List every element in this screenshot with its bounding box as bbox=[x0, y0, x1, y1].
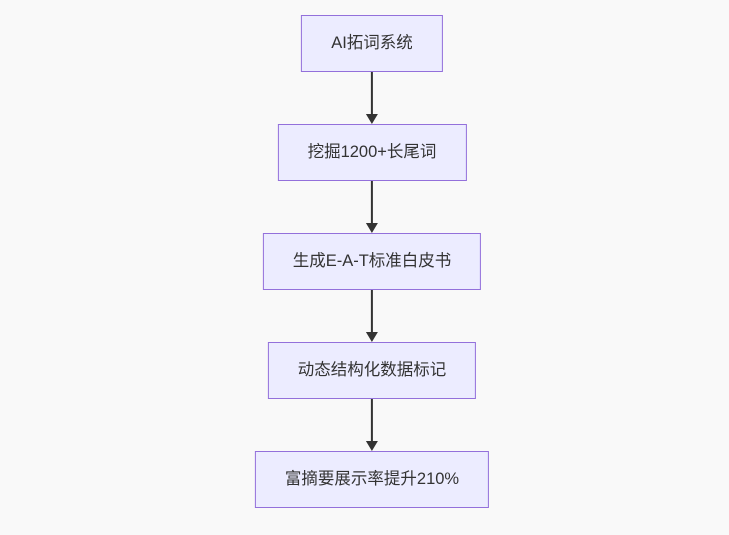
arrow-line bbox=[370, 181, 373, 223]
arrow-down-icon bbox=[365, 223, 378, 233]
flow-node-ai-word-system: AI拓词系统 bbox=[301, 15, 443, 72]
flowchart: AI拓词系统 挖掘1200+长尾词 生成E-A-T标准白皮书 动态结构化数据标记 bbox=[254, 15, 490, 508]
arrow-line bbox=[370, 399, 373, 441]
arrow-line bbox=[370, 290, 373, 332]
flow-node-label: 富摘要展示率提升210% bbox=[284, 470, 460, 489]
flow-node-label: 挖掘1200+长尾词 bbox=[307, 143, 437, 162]
flow-node-label: AI拓词系统 bbox=[331, 34, 413, 53]
arrow-down-icon bbox=[365, 332, 378, 342]
flow-node-rich-snippet-result: 富摘要展示率提升210% bbox=[254, 451, 490, 508]
flow-connector bbox=[365, 181, 378, 233]
arrow-line bbox=[370, 72, 373, 114]
flow-node-label: 动态结构化数据标记 bbox=[297, 361, 447, 380]
flow-node-structured-data: 动态结构化数据标记 bbox=[267, 342, 477, 399]
flow-connector bbox=[365, 72, 378, 124]
flow-node-label: 生成E-A-T标准白皮书 bbox=[292, 252, 452, 271]
arrow-down-icon bbox=[365, 441, 378, 451]
flow-node-longtail-mining: 挖掘1200+长尾词 bbox=[277, 124, 467, 181]
arrow-down-icon bbox=[365, 114, 378, 124]
flow-node-eat-whitepaper: 生成E-A-T标准白皮书 bbox=[262, 233, 482, 290]
flow-connector bbox=[365, 290, 378, 342]
flow-connector bbox=[365, 399, 378, 451]
